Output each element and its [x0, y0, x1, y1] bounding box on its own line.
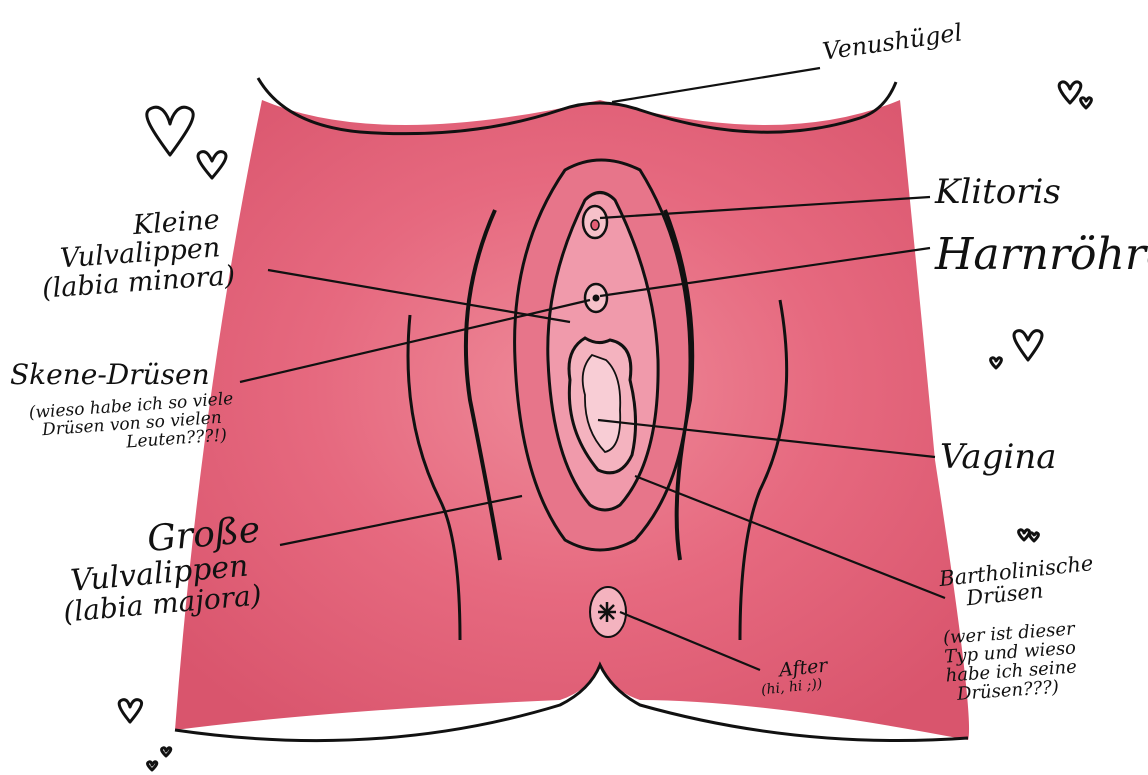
heart-icon: [1030, 533, 1039, 541]
label-kleine-vulvalippen: Kleine Vulvalippen (labia minora): [37, 205, 236, 303]
heart-icon: [147, 107, 193, 155]
label-vagina: Vagina: [940, 440, 1057, 476]
heart-icon: [1019, 530, 1030, 540]
heart-icon: [119, 700, 141, 722]
urethra-opening: [593, 295, 600, 302]
heart-icon: [1059, 82, 1081, 103]
heart-icon: [1081, 98, 1092, 108]
heart-icon: [1014, 331, 1042, 360]
heart-icon: [991, 358, 1002, 368]
heart-icon: [148, 762, 157, 770]
heart-icon: [162, 748, 171, 756]
label-harnroehre: Harnröhre: [935, 232, 1148, 278]
heart-icon: [198, 152, 226, 178]
anus-star: [598, 602, 616, 622]
label-skene-druesen: Skene-Drüsen: [10, 360, 210, 389]
label-grosse-vulvalippen: Große Vulvalippen (labia majora): [56, 511, 267, 627]
clitoris-glans: [591, 220, 599, 230]
label-after: After (hi, hi ;)): [758, 657, 830, 699]
pointer-venushuegel: [612, 68, 820, 102]
label-klitoris: Klitoris: [935, 175, 1061, 211]
label-bartholin-note: (wer ist dieser Typ und wieso habe ich s…: [943, 620, 1080, 705]
